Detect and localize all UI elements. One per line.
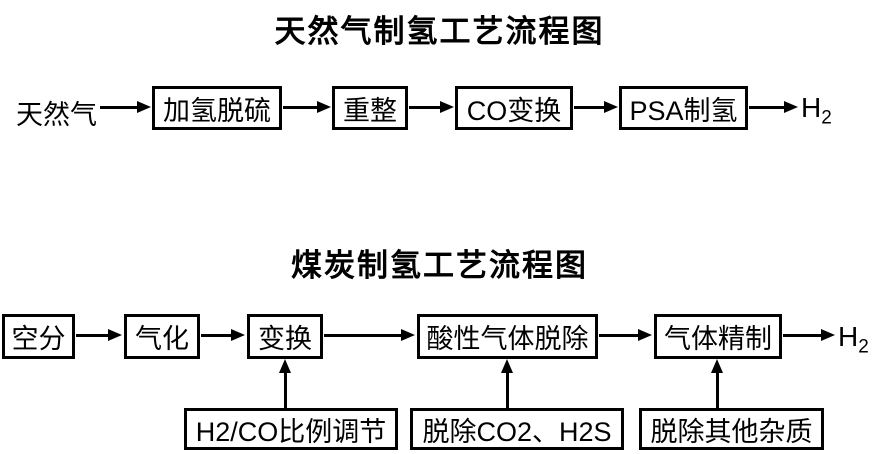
coal-step-label: 气体精制 bbox=[664, 324, 772, 354]
arrow-up-icon bbox=[501, 359, 513, 408]
coal-step-air-separation: 空分 bbox=[2, 314, 75, 359]
arrow-right-icon bbox=[783, 329, 835, 341]
natural-gas-diagram-title: 天然气制氢工艺流程图 bbox=[274, 14, 605, 49]
arrow-up-icon bbox=[279, 359, 291, 408]
ng-step-label: CO变换 bbox=[466, 95, 562, 126]
h2-subscript: 2 bbox=[858, 336, 869, 358]
coal-note-h2co-ratio-adjustment: H2/CO比例调节 bbox=[184, 408, 398, 450]
arrow-right-icon bbox=[100, 101, 151, 113]
natural-gas-input-label: 天然气 bbox=[16, 100, 97, 130]
coal-note-other-impurities-removal: 脱除其他杂质 bbox=[639, 408, 824, 450]
coal-note-label: 脱除其他杂质 bbox=[650, 416, 813, 447]
coal-step-gas-purification: 气体精制 bbox=[654, 314, 782, 359]
coal-output-label: H2 bbox=[838, 321, 869, 358]
h2-subscript: 2 bbox=[821, 107, 832, 129]
arrow-right-icon bbox=[201, 329, 245, 341]
coal-step-label: 空分 bbox=[11, 324, 66, 354]
arrow-right-icon bbox=[324, 329, 415, 341]
ng-step-hydrodesulfurization: 加氢脱硫 bbox=[152, 86, 282, 130]
arrow-right-icon bbox=[599, 329, 652, 341]
coal-note-label: 脱除CO2、H2S bbox=[422, 416, 612, 447]
arrow-right-icon bbox=[76, 329, 122, 341]
coal-note-co2-h2s-removal: 脱除CO2、H2S bbox=[410, 408, 624, 450]
ng-step-label: 加氢脱硫 bbox=[163, 95, 271, 126]
arrow-right-icon bbox=[283, 101, 331, 113]
arrow-up-icon bbox=[711, 359, 723, 408]
ng-step-label: 重整 bbox=[343, 95, 397, 126]
ng-step-reforming: 重整 bbox=[332, 86, 408, 130]
coal-step-gasification: 气化 bbox=[124, 314, 200, 359]
natural-gas-output-label: H2 bbox=[801, 92, 832, 129]
coal-diagram-title: 煤炭制氢工艺流程图 bbox=[291, 248, 588, 283]
ng-step-psa-hydrogen: PSA制氢 bbox=[619, 86, 748, 130]
coal-step-label: 酸性气体脱除 bbox=[426, 324, 589, 354]
ng-step-co-shift: CO变换 bbox=[455, 86, 573, 130]
coal-step-shift: 变换 bbox=[247, 314, 323, 359]
arrow-right-icon bbox=[574, 101, 618, 113]
coal-step-acid-gas-removal: 酸性气体脱除 bbox=[417, 314, 598, 359]
arrow-right-icon bbox=[749, 101, 798, 113]
coal-step-label: 气化 bbox=[135, 324, 189, 354]
ng-step-label: PSA制氢 bbox=[629, 95, 738, 126]
coal-step-label: 变换 bbox=[258, 324, 312, 354]
arrow-right-icon bbox=[409, 101, 454, 113]
coal-note-label: H2/CO比例调节 bbox=[195, 416, 387, 447]
